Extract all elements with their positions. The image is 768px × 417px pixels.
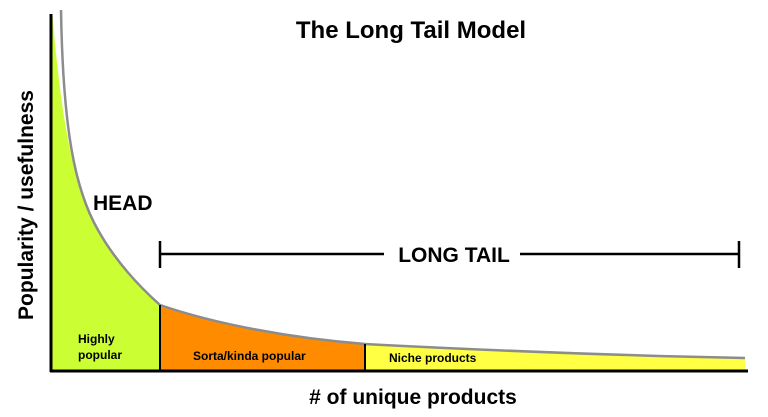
segment-label-niche-products: Niche products: [389, 351, 477, 365]
diagram-title: The Long Tail Model: [296, 17, 526, 44]
segment-label-highly-popular-line1: Highly: [78, 332, 115, 346]
long-tail-bracket: [158, 241, 741, 268]
segment-label-highly-popular-line2: popular: [78, 348, 122, 362]
long-tail-curve: [59, 9, 746, 360]
segment-niche-products: [365, 344, 745, 371]
segment-highly-popular: [52, 10, 160, 371]
y-axis-label: Popularity / usefulness: [15, 90, 38, 320]
segment-label-sorta-kinda-popular: Sorta/kinda popular: [193, 349, 306, 363]
long-tail-label: LONG TAIL: [398, 244, 510, 267]
x-axis-label: # of unique products: [309, 386, 517, 409]
segment-sorta-kinda-popular: [160, 305, 365, 371]
head-label: HEAD: [93, 192, 153, 215]
